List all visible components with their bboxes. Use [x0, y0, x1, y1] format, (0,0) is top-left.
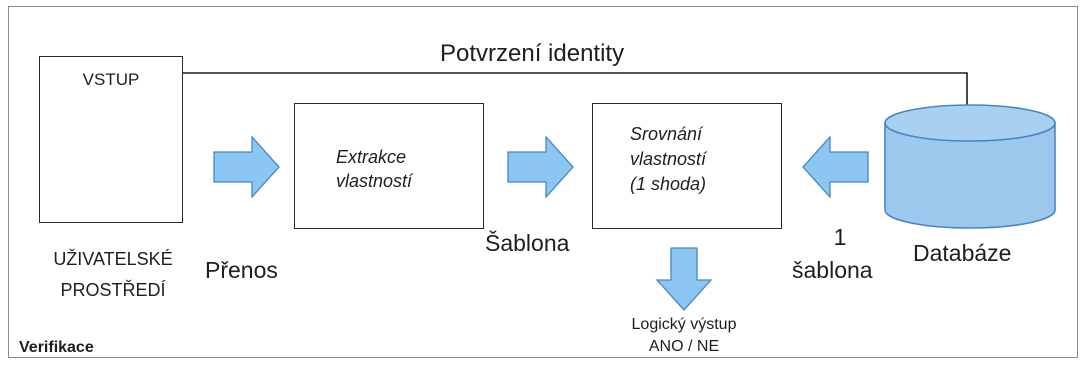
database-cylinder-icon: [884, 104, 1056, 229]
arrow-database-to-comparison: [802, 135, 869, 199]
user-environment-line2: PROSTŘEDÍ: [60, 280, 166, 300]
logical-output-line2: ANO / NE: [648, 338, 720, 355]
verification-label: Verifikace: [19, 339, 94, 356]
input-box: [39, 56, 183, 223]
comparison-label-line1: Srovnání: [630, 124, 703, 144]
db-template-count: 1: [833, 224, 847, 250]
user-environment-line1: UŽIVATELSKÉ: [53, 249, 173, 269]
arrow-extraction-to-comparison: [507, 135, 574, 199]
extraction-box: [294, 103, 484, 229]
diagram-frame: [8, 6, 1078, 358]
extraction-label-line1: Extrakce: [336, 147, 407, 167]
identity-confirmation-label: Potvrzení identity: [440, 40, 625, 67]
comparison-box: [592, 103, 782, 229]
input-title: VSTUP: [82, 70, 140, 89]
db-template-label: šablona: [792, 257, 873, 283]
extraction-label-line2: vlastností: [336, 171, 413, 191]
database-label: Databáze: [913, 240, 1012, 266]
transfer-label: Přenos: [205, 257, 278, 283]
comparison-label-line2: vlastností: [630, 149, 707, 169]
identity-connector-line: [182, 72, 968, 112]
arrow-input-to-extraction: [213, 135, 280, 199]
comparison-label-line3: (1 shoda): [630, 174, 707, 194]
template-label: Šablona: [485, 230, 570, 256]
arrow-comparison-to-output: [655, 247, 713, 311]
logical-output-line1: Logický výstup: [631, 316, 737, 333]
